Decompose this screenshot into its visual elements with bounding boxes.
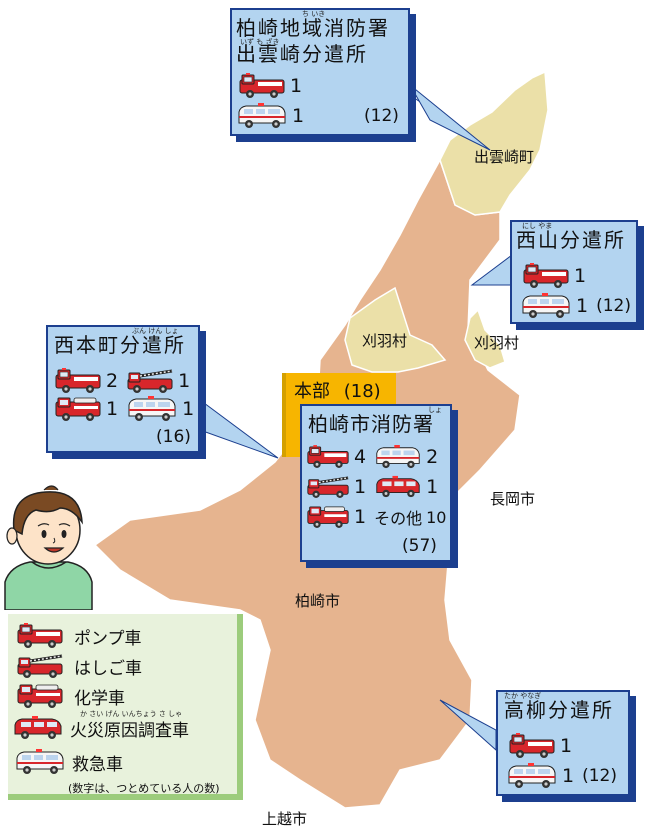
- chemical-truck-icon: [16, 682, 64, 710]
- ladder-truck-icon: [16, 652, 64, 680]
- station-title-izumozaki-2: 出雲崎分遣所: [236, 42, 368, 66]
- count-pump: 1: [560, 735, 573, 757]
- count-ladder: 1: [354, 476, 367, 498]
- investigation-vehicle-icon: [12, 714, 64, 742]
- chemical-truck-icon: [54, 395, 102, 423]
- ruby-kashiwazaki: しょ: [428, 406, 442, 414]
- ruby-izumozaki-1: ち いき: [302, 10, 326, 18]
- pump-truck-icon: [522, 262, 570, 290]
- pump-truck-icon: [54, 367, 102, 395]
- staff-count-izumozaki: (12): [364, 106, 399, 126]
- station-title-takayanagi: 高柳分遣所: [504, 698, 614, 722]
- count-pump: 4: [354, 446, 367, 468]
- legend-item-ladder: はしご車: [16, 652, 142, 680]
- pump-truck-icon: [238, 72, 286, 100]
- ambulance-icon: [520, 292, 572, 320]
- staff-count-nishiyama: (12): [596, 296, 631, 316]
- label-joetsu: 上越市: [262, 810, 308, 828]
- ambulance-icon: [126, 395, 178, 423]
- legend-label: 化学車: [74, 688, 125, 709]
- chemical-truck-icon: [306, 504, 350, 530]
- ruby-izumozaki-2: いず も ざき: [240, 38, 280, 46]
- row-izumozaki-pump: 1: [238, 72, 310, 100]
- ambulance-icon: [374, 444, 422, 470]
- count-ambulance: 1: [562, 765, 575, 787]
- leader-nishihoncho: [199, 399, 279, 459]
- station-title-kashiwazaki: 柏崎市消防署: [308, 412, 434, 436]
- station-box-nishihoncho: ぶん けん しょ 西本町分遣所 2 1 1 1 (16): [46, 325, 200, 453]
- investigation-vehicle-icon: [374, 474, 422, 500]
- count-pump: 2: [106, 370, 119, 392]
- legend-item-chemical: 化学車: [16, 682, 125, 710]
- legend-label: はしご車: [74, 658, 142, 679]
- legend: ポンプ車 はしご車 化学車 か さい げん いんちょう さ しゃ 火災原因調査車…: [8, 614, 243, 800]
- row-nishihoncho-1: 2 1: [54, 367, 198, 395]
- legend-label: 救急車: [72, 754, 123, 775]
- label-kashiwazaki: 柏崎市: [295, 592, 341, 610]
- legend-label: 火災原因調査車: [70, 720, 189, 741]
- ambulance-icon: [506, 762, 558, 790]
- izumozaki-region: [439, 70, 549, 216]
- label-izumozaki: 出雲崎町: [474, 148, 535, 166]
- row-kashiwazaki-2: 1 1: [306, 474, 446, 500]
- boy-illustration: [4, 485, 93, 610]
- legend-label: ポンプ車: [74, 628, 142, 649]
- ambulance-icon: [14, 748, 66, 776]
- hq-label-row: 本部 (18): [294, 377, 381, 403]
- staff-count-takayanagi: (12): [582, 766, 617, 786]
- row-kashiwazaki-1: 4 2: [306, 444, 446, 470]
- station-title-izumozaki-1: 柏崎地域消防署: [236, 16, 390, 40]
- legend-item-investigation: 火災原因調査車: [12, 714, 189, 742]
- station-box-kashiwazaki: しょ 柏崎市消防署 4 2 1 1 1 その他 10 (57): [300, 404, 452, 562]
- station-box-takayanagi: たか やなぎ 高柳分遣所 1 1 (12): [496, 690, 630, 796]
- count-other: 10: [426, 507, 447, 527]
- legend-note: (数字は、つとめている人の数): [68, 782, 220, 795]
- legend-item-ambulance: 救急車: [14, 748, 123, 776]
- pump-truck-icon: [16, 622, 64, 650]
- ruby-takayanagi: たか やなぎ: [504, 692, 542, 700]
- label-nagaoka: 長岡市: [490, 490, 536, 508]
- kariwa-region-east: [464, 308, 506, 369]
- pump-truck-icon: [306, 444, 350, 470]
- count-chemical: 1: [106, 398, 119, 420]
- row-takayanagi-pump: 1: [508, 732, 580, 760]
- staff-count-kashiwazaki: (57): [402, 536, 437, 556]
- count-ambulance: 2: [426, 446, 439, 468]
- ladder-truck-icon: [306, 474, 350, 500]
- hq-staff-count: (18): [343, 381, 381, 402]
- station-title-nishihoncho: 西本町分遣所: [54, 333, 186, 357]
- pump-truck-icon: [508, 732, 556, 760]
- ladder-truck-icon: [126, 367, 174, 395]
- count-investigation: 1: [426, 476, 439, 498]
- row-nishiyama-ambulance: 1 (12): [520, 292, 631, 320]
- row-kashiwazaki-3: 1 その他 10: [306, 504, 454, 530]
- count-pump: 1: [290, 75, 303, 97]
- count-ambulance: 1: [292, 105, 305, 127]
- staff-count-nishihoncho: (16): [156, 427, 191, 447]
- count-ambulance: 1: [182, 398, 195, 420]
- station-title-nishiyama: 西山分遣所: [516, 228, 626, 252]
- label-kariwa-east: 刈羽村: [474, 334, 520, 352]
- count-chemical: 1: [354, 506, 367, 528]
- row-izumozaki-ambulance: 1: [236, 102, 312, 130]
- hq-label: 本部: [294, 381, 330, 402]
- station-box-nishiyama: にし やま 西山分遣所 1 1 (12): [510, 220, 638, 324]
- ruby-nishihoncho: ぶん けん しょ: [132, 327, 179, 335]
- row-takayanagi-ambulance: 1 (12): [506, 762, 617, 790]
- legend-item-pump: ポンプ車: [16, 622, 142, 650]
- kariwa-region-west: [344, 286, 447, 373]
- ambulance-icon: [236, 102, 288, 130]
- row-nishihoncho-2: 1 1: [54, 395, 202, 423]
- ruby-nishiyama: にし やま: [522, 222, 553, 230]
- station-box-izumozaki: ち いき 柏崎地域消防署 いず も ざき 出雲崎分遣所 1 1 (12): [230, 8, 410, 136]
- ruby-investigation: か さい げん いんちょう さ しゃ: [80, 710, 183, 718]
- row-nishiyama-pump: 1: [522, 262, 594, 290]
- count-ladder: 1: [178, 370, 191, 392]
- count-pump: 1: [574, 265, 587, 287]
- label-kariwa-west: 刈羽村: [362, 332, 408, 350]
- other-label: その他: [374, 509, 423, 528]
- count-ambulance: 1: [576, 295, 589, 317]
